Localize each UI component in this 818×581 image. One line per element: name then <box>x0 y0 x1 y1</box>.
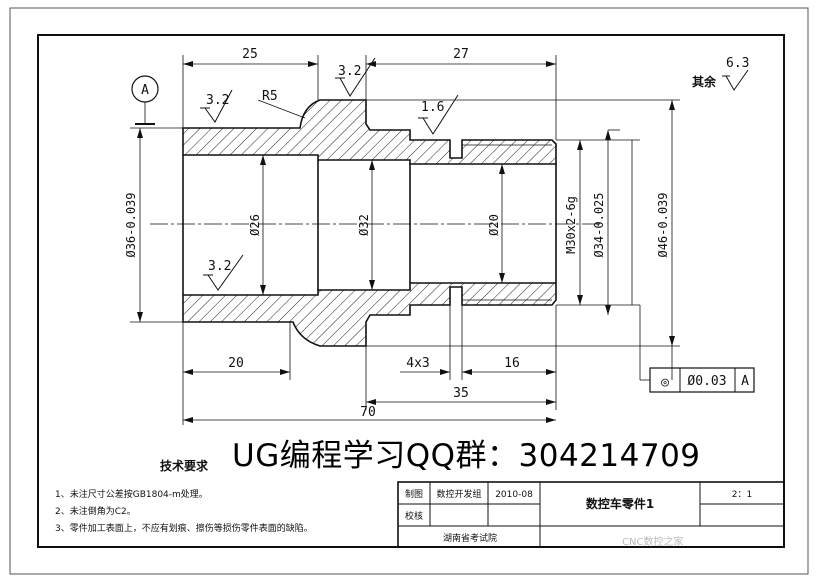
dim-r5: R5 <box>262 89 278 104</box>
datum-circle <box>131 75 159 103</box>
dim-25: 25 <box>242 47 258 62</box>
tb-drawn-label: 制图 <box>405 488 423 500</box>
dim-35: 35 <box>453 386 469 401</box>
tb-drawn-value: 数控开发组 <box>436 488 481 500</box>
roughness-rest-label: 其余 <box>692 74 717 89</box>
tolerance-value: Ø0.03 <box>687 374 726 389</box>
dimension-lines <box>130 55 680 425</box>
roughness-symbols <box>200 57 749 291</box>
outer-border <box>9 7 809 575</box>
dim-dia46: Ø46-0.039 <box>656 192 670 257</box>
tolerance-frame <box>649 367 755 393</box>
dim-thread: M30x2-6g <box>564 196 578 254</box>
dim-dia26: Ø26 <box>248 214 262 236</box>
dim-dia20: Ø20 <box>487 214 501 236</box>
dim-20: 20 <box>228 356 244 371</box>
tolerance-symbol-icon: ◎ <box>661 375 669 390</box>
tb-part-name: 数控车零件1 <box>586 496 654 511</box>
dim-dia36: Ø36-0.039 <box>124 192 138 257</box>
tb-check-label: 校核 <box>405 510 423 522</box>
datum-letter: A <box>141 83 149 98</box>
tb-org: 湖南省考试院 <box>443 532 497 544</box>
tech-req-3: 3、零件加工表面上，不应有划痕、擦伤等损伤零件表面的缺陷。 <box>55 522 313 534</box>
dim-16: 16 <box>504 356 520 371</box>
roughness-top-mid: 3.2 <box>338 64 361 79</box>
title-block <box>397 481 785 548</box>
tech-req-title: 技术要求 <box>160 458 209 473</box>
watermark-text: UG编程学习QQ群：304214709 <box>232 438 701 474</box>
tolerance-datum: A <box>741 374 749 389</box>
tech-req-1: 1、未注尺寸公差按GB1804-m处理。 <box>55 488 208 500</box>
tb-date: 2010-08 <box>495 490 533 500</box>
dim-dia32: Ø32 <box>357 214 371 236</box>
dim-27: 27 <box>453 47 469 62</box>
roughness-rest-value: 6.3 <box>726 56 749 71</box>
roughness-inner: 3.2 <box>208 259 231 274</box>
dim-70: 70 <box>360 405 376 420</box>
tb-scale: 2：1 <box>732 490 752 500</box>
roughness-top-left: 3.2 <box>206 93 229 108</box>
part-section <box>182 99 557 347</box>
tech-req-2: 2、未注倒角为C2。 <box>55 505 136 517</box>
dim-4x3: 4x3 <box>406 356 429 371</box>
roughness-top-right: 1.6 <box>421 100 444 115</box>
watermark-small: CNC数控之家 <box>622 537 684 548</box>
dim-dia34: Ø34-0.025 <box>592 192 606 257</box>
arrowheads <box>137 61 675 423</box>
